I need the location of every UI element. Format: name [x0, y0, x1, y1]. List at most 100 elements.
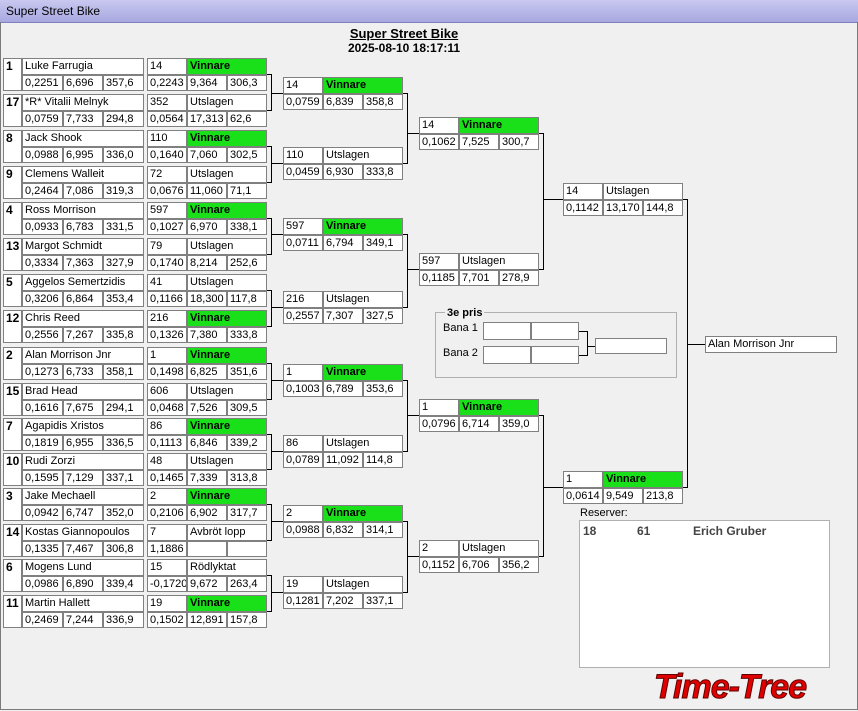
- round2-box-speed: 252,6: [227, 255, 267, 271]
- round3-box-number: 110: [283, 147, 323, 164]
- entry-reaction: 0,2464: [22, 183, 63, 199]
- round2-box-status: Utslagen: [187, 453, 267, 470]
- entry-speed: 352,0: [103, 505, 144, 521]
- round4-box-speed: 356,2: [499, 557, 539, 573]
- round2-box-speed: [227, 541, 267, 557]
- round5-box-status: Utslagen: [603, 183, 683, 200]
- round2-box-status: Utslagen: [187, 238, 267, 255]
- round3-box-status: Vinnare: [323, 364, 403, 381]
- entry-time: 7,086: [63, 183, 103, 199]
- round3-box-status: Utslagen: [323, 435, 403, 452]
- entry-time: 7,244: [63, 612, 103, 628]
- round2-box-number: 41: [147, 274, 187, 291]
- bracket-line: [271, 434, 272, 470]
- round2-box-status: Vinnare: [187, 595, 267, 612]
- round4-box-status: Utslagen: [459, 540, 539, 557]
- entry-time: 6,783: [63, 219, 103, 235]
- entry-seed: 3: [3, 488, 22, 521]
- entry-seed: 7: [3, 418, 22, 451]
- round3-box-speed: 114,8: [363, 452, 403, 468]
- bracket-line: [271, 307, 283, 308]
- bracket-line: [539, 556, 543, 557]
- entry-name: Jake Mechaell: [22, 488, 144, 505]
- third-line: [579, 355, 587, 356]
- round3-box-time: 6,930: [323, 164, 363, 180]
- round2-box-reaction: 0,0676: [147, 183, 187, 199]
- lane-2-label: Bana 2: [443, 347, 478, 359]
- third-line: [579, 331, 587, 332]
- round2-box-time: 7,526: [187, 400, 227, 416]
- round2-box-status: Vinnare: [187, 418, 267, 435]
- entry-time: 6,696: [63, 75, 103, 91]
- bracket-line: [267, 110, 271, 111]
- bracket-line: [267, 326, 271, 327]
- bracket-line: [407, 133, 419, 134]
- entry-reaction: 0,3334: [22, 255, 63, 271]
- entry-seed: 12: [3, 310, 22, 343]
- entry-seed: 13: [3, 238, 22, 271]
- entry-reaction: 0,2251: [22, 75, 63, 91]
- reserve-name: Erich Gruber: [693, 524, 767, 538]
- round4-box-number: 597: [419, 253, 459, 270]
- entry-seed: 8: [3, 130, 22, 163]
- entry-speed: 319,3: [103, 183, 144, 199]
- entry-name: *R* Vitalii Melnyk: [22, 94, 144, 111]
- bracket-line: [407, 269, 419, 270]
- entry-name: Mogens Lund: [22, 559, 144, 576]
- round5-box-time: 13,170: [603, 200, 643, 216]
- entry-seed: 2: [3, 347, 22, 380]
- round4-box-status: Vinnare: [459, 399, 539, 416]
- third-place-title: 3e pris: [445, 307, 485, 319]
- round2-box-reaction: 0,1027: [147, 219, 187, 235]
- bracket-line: [267, 74, 271, 75]
- round2-box-reaction: 0,1740: [147, 255, 187, 271]
- entry-seed: 15: [3, 383, 22, 416]
- round2-box-number: 7: [147, 524, 187, 541]
- bracket-line: [271, 575, 272, 612]
- bracket-line: [407, 380, 408, 452]
- round2-box-speed: 313,8: [227, 470, 267, 486]
- bracket-line: [267, 363, 271, 364]
- round2-box-time: 6,846: [187, 435, 227, 451]
- round4-box-time: 6,706: [459, 557, 499, 573]
- round3-box-number: 216: [283, 291, 323, 308]
- round2-box-reaction: -0,1720: [147, 576, 187, 592]
- round3-box-time: 7,307: [323, 308, 363, 324]
- round3-box-reaction: 0,0711: [283, 235, 323, 251]
- entry-name: Agapidis Xristos: [22, 418, 144, 435]
- bracket-line: [403, 163, 407, 164]
- entry-reaction: 0,3206: [22, 291, 63, 307]
- round2-box-time: 9,364: [187, 75, 227, 91]
- third-lane-1-status: [531, 322, 579, 340]
- entry-seed: 14: [3, 524, 22, 557]
- round2-box-speed: 309,5: [227, 400, 267, 416]
- bracket-line: [403, 93, 407, 94]
- entry-speed: 294,1: [103, 400, 144, 416]
- bracket-line: [267, 575, 271, 576]
- round4-box-reaction: 0,1062: [419, 134, 459, 150]
- bracket-line: [543, 133, 544, 270]
- round2-box-number: 15: [147, 559, 187, 576]
- round4-box-status: Utslagen: [459, 253, 539, 270]
- entry-reaction: 0,0759: [22, 111, 63, 127]
- bracket-line: [683, 487, 687, 488]
- champion-name: Alan Morrison Jnr: [705, 336, 837, 353]
- round5-box-number: 1: [563, 471, 603, 488]
- round3-box-time: 6,839: [323, 94, 363, 110]
- round2-box-reaction: 0,1166: [147, 291, 187, 307]
- round2-box-status: Utslagen: [187, 383, 267, 400]
- entry-time: 6,995: [63, 147, 103, 163]
- entry-reaction: 0,1335: [22, 541, 63, 557]
- entry-reaction: 0,0986: [22, 576, 63, 592]
- entry-reaction: 0,2469: [22, 612, 63, 628]
- entry-speed: 336,9: [103, 612, 144, 628]
- round2-box-number: 110: [147, 130, 187, 147]
- entry-speed: 336,0: [103, 147, 144, 163]
- bracket-line: [271, 451, 283, 452]
- round2-box-number: 352: [147, 94, 187, 111]
- round2-box-status: Utslagen: [187, 274, 267, 291]
- round4-box-number: 2: [419, 540, 459, 557]
- round2-box-speed: 338,1: [227, 219, 267, 235]
- round4-box-number: 14: [419, 117, 459, 134]
- third-lane-2-status: [531, 346, 579, 364]
